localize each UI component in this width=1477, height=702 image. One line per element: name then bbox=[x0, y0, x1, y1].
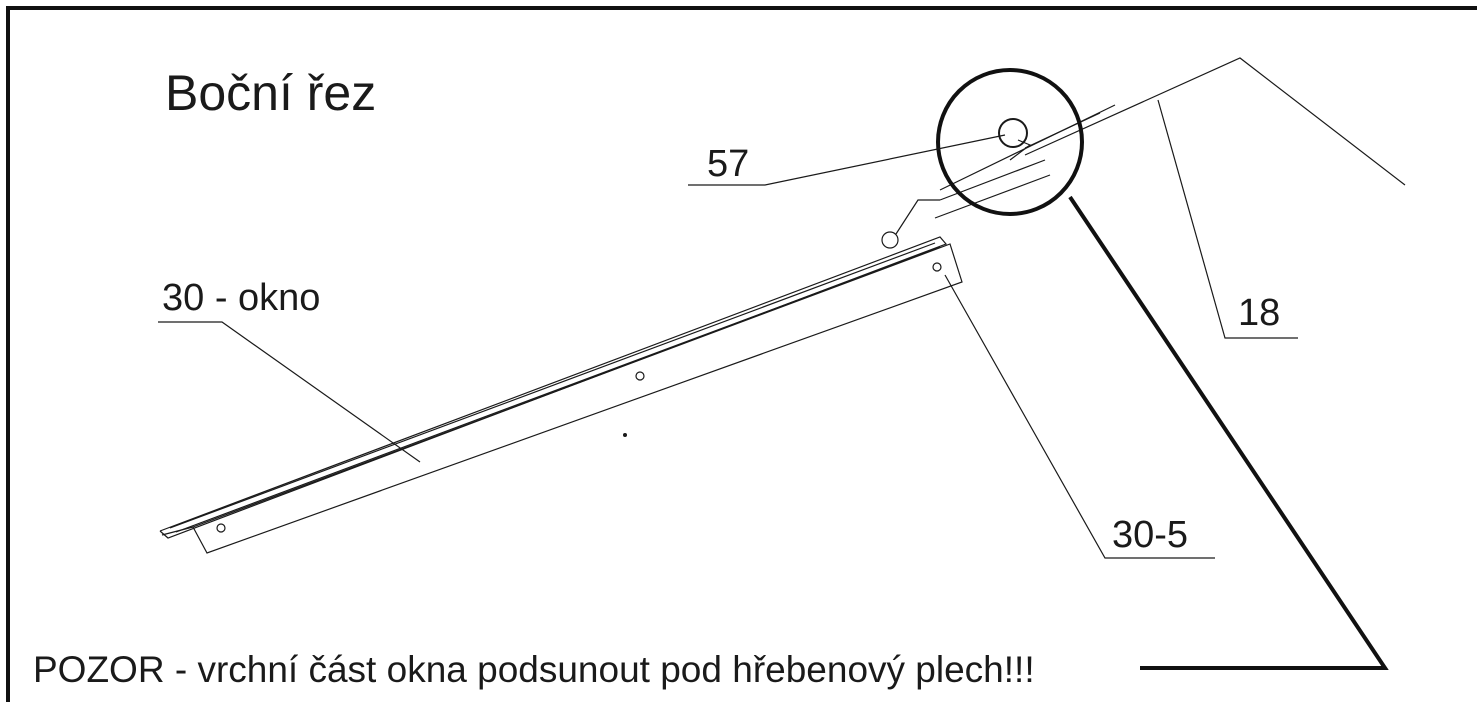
bolt-hole bbox=[216, 523, 226, 533]
window-bar bbox=[159, 236, 963, 554]
callout-30-leader bbox=[158, 321, 421, 463]
callout-57-leader bbox=[688, 134, 1006, 186]
drawing-frame bbox=[6, 6, 1477, 702]
center-dot bbox=[623, 433, 627, 437]
bolt-hole bbox=[932, 262, 942, 272]
warning-note: POZOR - vrchní část okna podsunout pod h… bbox=[33, 649, 1035, 690]
detail-circle bbox=[936, 68, 1084, 216]
note-leader bbox=[1068, 195, 1389, 670]
callout-18-label: 18 bbox=[1238, 292, 1280, 334]
callout-57-label: 57 bbox=[707, 143, 749, 185]
callout-18-leader bbox=[1157, 99, 1298, 339]
ridge-sheet bbox=[1024, 57, 1406, 186]
callout-30-5-leader bbox=[944, 274, 1215, 559]
callout-30-label: 30 - okno bbox=[162, 277, 320, 319]
callout-30-5-label: 30-5 bbox=[1112, 514, 1188, 556]
drawing-title: Boční řez bbox=[165, 65, 376, 121]
pin-circle bbox=[998, 118, 1028, 148]
hinge-arm bbox=[881, 104, 1116, 249]
bolt-hole bbox=[635, 371, 645, 381]
